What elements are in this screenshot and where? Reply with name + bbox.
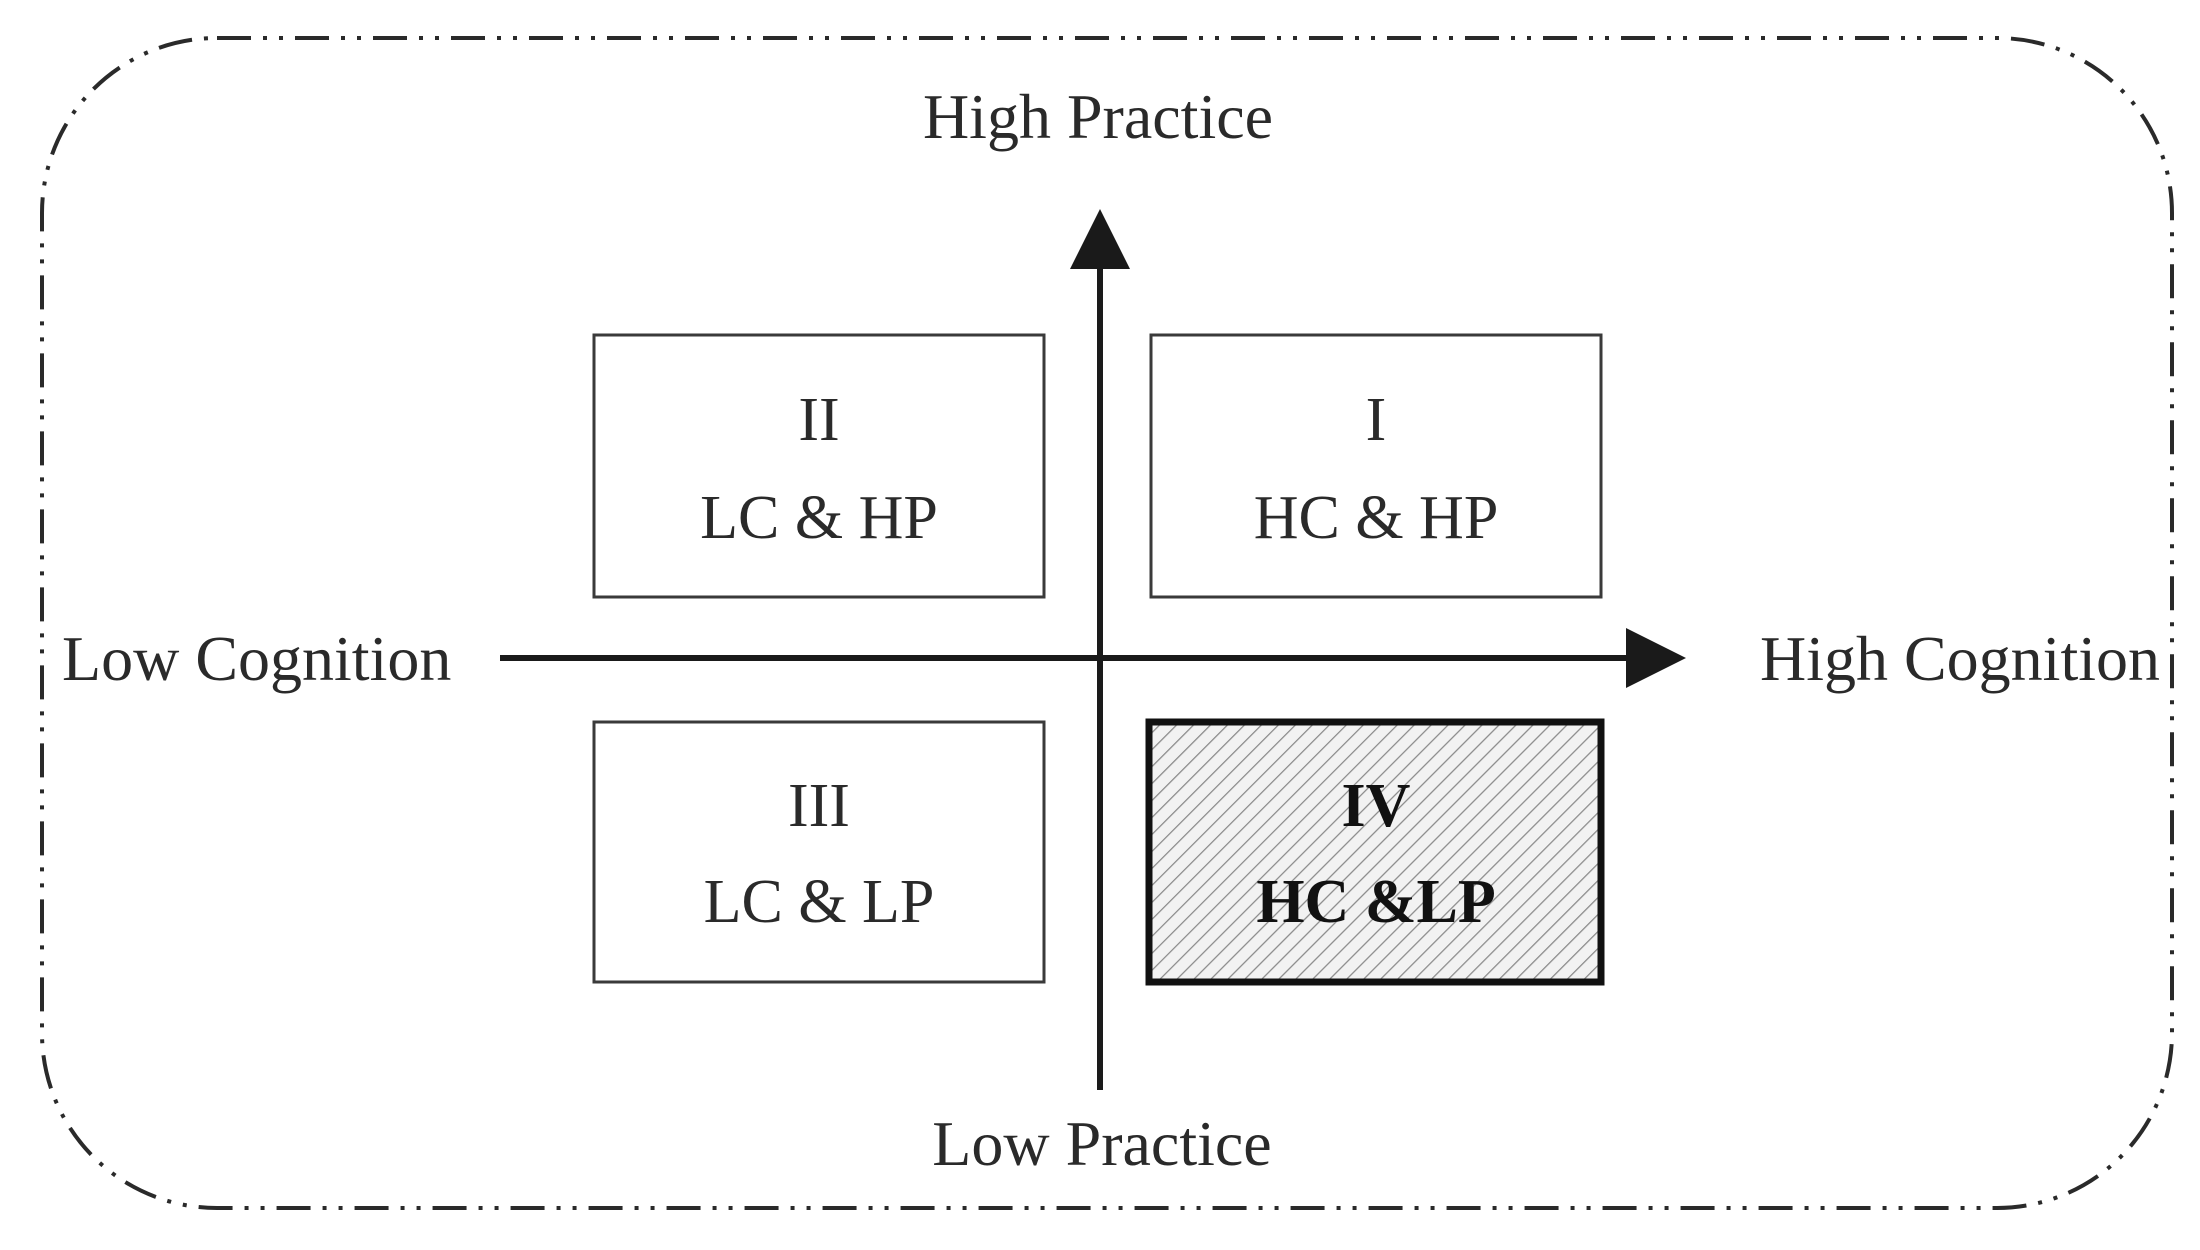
axis-label-low-practice: Low Practice bbox=[932, 1108, 1271, 1179]
quadrant-box bbox=[592, 333, 1046, 599]
axis-label-high-practice: High Practice bbox=[923, 81, 1273, 152]
quadrant-box bbox=[592, 720, 1046, 984]
quadrant-numeral: I bbox=[1366, 386, 1387, 454]
quadrant-i: I HC & HP bbox=[1149, 333, 1603, 599]
quadrant-box-highlighted bbox=[1145, 718, 1605, 986]
quadrant-numeral: III bbox=[788, 772, 850, 840]
quadrant-numeral: IV bbox=[1342, 772, 1411, 840]
quadrant-numeral: II bbox=[798, 386, 839, 454]
outer-frame bbox=[40, 36, 2174, 1210]
quadrant-label: LC & HP bbox=[700, 484, 938, 552]
quadrant-iv: IV HC &LP bbox=[1145, 718, 1605, 986]
quadrant-ii: II LC & HP bbox=[592, 333, 1046, 599]
quadrant-label: HC &LP bbox=[1256, 868, 1495, 936]
quadrant-iii: III LC & LP bbox=[592, 720, 1046, 984]
axis-label-low-cognition: Low Cognition bbox=[62, 623, 451, 694]
quadrant-label: HC & HP bbox=[1254, 484, 1499, 552]
quadrant-box bbox=[1149, 333, 1603, 599]
quadrant-label: LC & LP bbox=[704, 868, 935, 936]
axis-label-high-cognition: High Cognition bbox=[1760, 623, 2160, 694]
